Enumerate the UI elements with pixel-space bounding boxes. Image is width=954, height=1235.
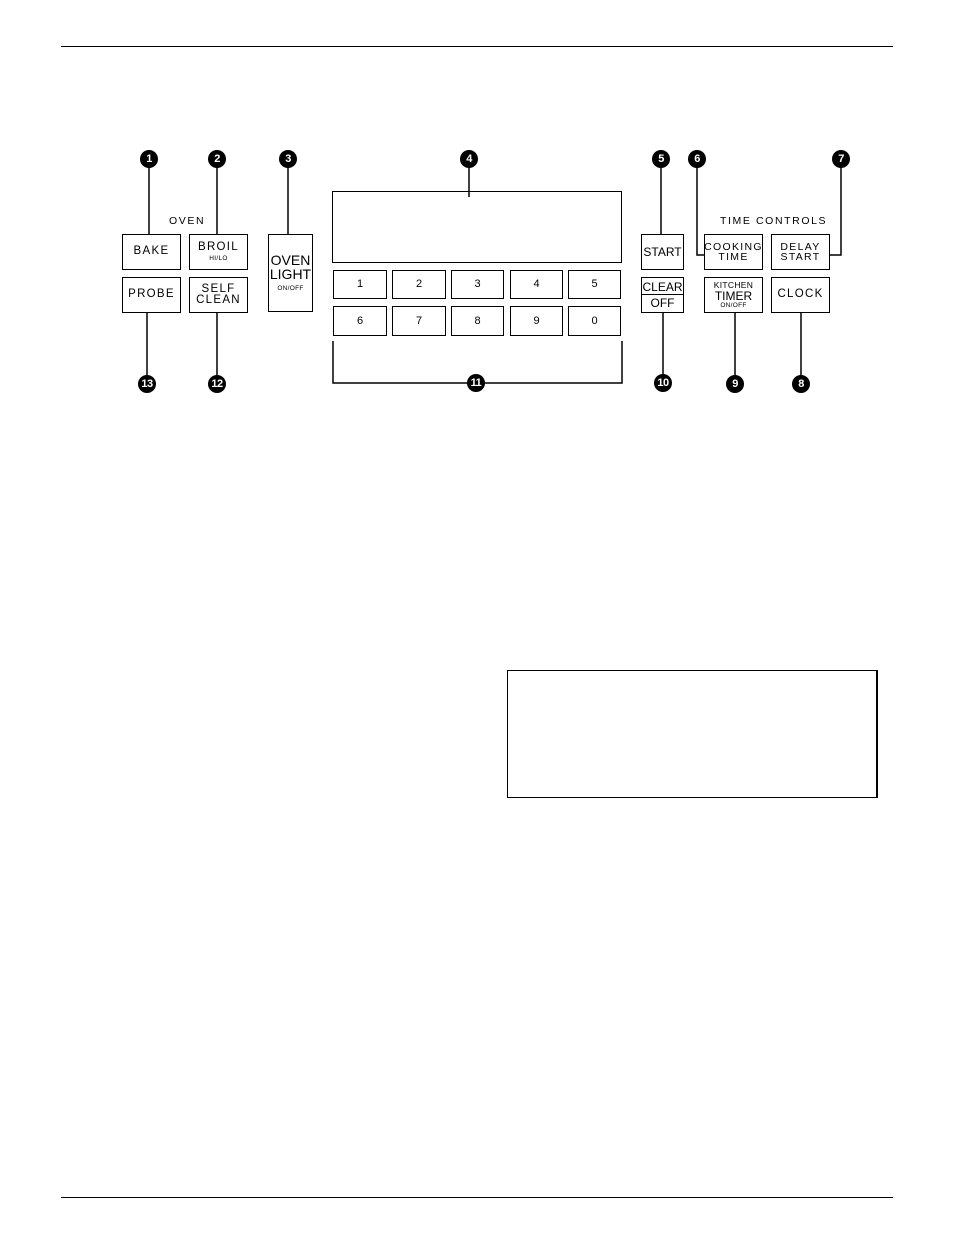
keypad-key[interactable]: 1 [333,270,387,299]
callout-marker: 4 [460,150,478,168]
probe-button[interactable]: PROBE [122,277,181,313]
keypad-key[interactable]: 4 [510,270,563,299]
delay-start-label-2: START [780,251,821,263]
keypad-key-label: 2 [415,278,423,290]
clear-off-button[interactable]: CLEAR OFF [641,277,684,313]
keypad-key-label: 5 [591,278,598,290]
keypad-key[interactable]: 2 [392,270,446,299]
kitchen-timer-label-1: KITCHEN [713,279,754,290]
callout-marker: 9 [726,375,744,393]
clock-label: CLOCK [777,288,824,301]
oven-light-label-2: LIGHT [269,266,312,283]
start-label: START [643,245,682,259]
cooking-time-label-1: COOKING [704,240,763,253]
callout-marker: 10 [654,374,672,392]
kitchen-timer-label-2: TIMER [714,289,753,303]
keypad-key-label: 1 [356,278,364,290]
callout-marker: 7 [832,150,850,168]
callout-marker: 13 [138,375,156,393]
delay-start-label-1: DELAY [780,240,821,253]
broil-sub-label: HI/LO [209,254,228,262]
callout-marker: 3 [279,150,297,168]
keypad-key[interactable]: 5 [568,270,621,299]
oven-light-label-1: OVEN [270,252,311,269]
callout-marker: 2 [208,150,226,168]
broil-button[interactable]: BROIL HI/LO [189,234,248,270]
note-box [507,670,878,798]
callout-marker: 5 [652,150,670,168]
self-clean-label-2: CLEAN [196,294,241,306]
clock-button[interactable]: CLOCK [771,277,830,313]
keypad-key-label: 8 [474,314,481,327]
header-rule [61,46,893,47]
bake-label: BAKE [133,245,170,258]
keypad-key-label: 0 [591,314,598,327]
off-label: OFF [650,296,675,310]
delay-start-button[interactable]: DELAY START [771,234,830,270]
kitchen-timer-button[interactable]: KITCHEN TIMER ON/OFF [704,277,763,313]
kitchen-timer-sub-label: ON/OFF [720,302,747,309]
keypad-key[interactable]: 9 [510,306,563,336]
probe-label: PROBE [128,288,175,301]
display-window [332,191,622,263]
keypad-key-label: 6 [356,314,364,327]
footer-rule [61,1197,893,1198]
self-clean-label-1: SELF [201,282,236,295]
keypad-key-label: 7 [415,314,423,327]
cooking-time-button[interactable]: COOKING TIME [704,234,763,270]
oven-group-label: OVEN [169,215,206,227]
keypad-key[interactable]: 3 [451,270,504,299]
keypad-key[interactable]: 8 [451,306,504,336]
oven-light-sub-label: ON/OFF [277,285,304,293]
callout-marker: 11 [467,374,485,392]
start-button[interactable]: START [641,234,684,270]
keypad-key-label: 9 [533,314,540,327]
keypad-key-label: 4 [533,278,540,290]
broil-label: BROIL [197,241,239,253]
oven-light-button[interactable]: OVEN LIGHT ON/OFF [268,234,313,312]
callout-marker: 12 [208,375,226,393]
keypad-key[interactable]: 0 [568,306,621,336]
self-clean-button[interactable]: SELF CLEAN [189,277,248,313]
bake-button[interactable]: BAKE [122,234,181,270]
time-controls-group-label: TIME CONTROLS [720,215,828,227]
cooking-time-label-2: TIME [718,251,749,263]
keypad-key[interactable]: 7 [392,306,446,336]
callout-marker: 6 [688,150,706,168]
keypad-key[interactable]: 6 [333,306,387,336]
keypad-key-label: 3 [474,278,481,290]
clear-label: CLEAR [642,280,683,295]
callout-marker: 8 [792,375,810,393]
callout-marker: 1 [140,150,158,168]
